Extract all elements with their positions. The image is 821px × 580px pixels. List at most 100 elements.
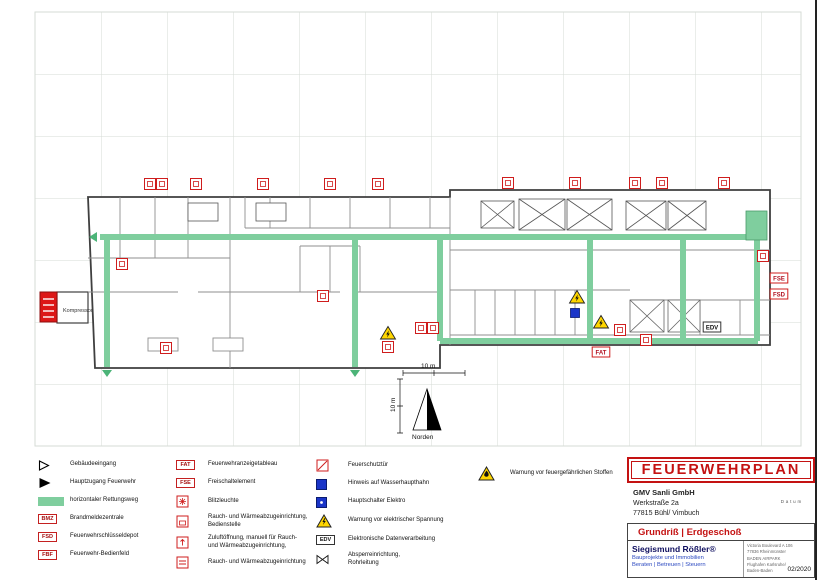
- legend-item-absperreinrichtung: Absperreinrichtung, Rohrleitung: [316, 552, 474, 567]
- plan-marker-wt: [568, 289, 586, 304]
- company-block: Datum GMV Sanli GmbH Werkstraße 2a 77815…: [627, 483, 815, 523]
- plan-title: FEUERWEHRPLAN: [627, 457, 815, 483]
- building-entrance-icon: [38, 459, 65, 471]
- plan-marker-rb: [116, 258, 128, 270]
- legend-label: Gebäudeeingang: [70, 461, 117, 468]
- author-addr1: Victoria Boulevard A 106: [747, 543, 793, 548]
- plan-marker-rb: [569, 177, 581, 189]
- legend-label: Rauch- und Wärmeabzugeinrichtung: [208, 558, 306, 565]
- plan-marker-rb: [629, 177, 641, 189]
- fse-symbol: FSE: [176, 478, 203, 488]
- author-addr5: Baden-Baden: [747, 568, 773, 574]
- plan-marker-rbl: FSE: [769, 272, 789, 284]
- svg-text:FAT: FAT: [596, 350, 607, 356]
- legend-label: Feuerschutztür: [348, 461, 389, 468]
- legend-item-zuluft: Zuluftöffnung, manuell für Rauch- und Wä…: [176, 535, 314, 550]
- legend-item-wasserhaupthahn: Hinweis auf Wasserhaupthahn: [316, 478, 474, 490]
- plan-marker-rb: [190, 178, 202, 190]
- author-addr4: Flughafen Karlsruhe/: [747, 561, 786, 567]
- author-info: Siegismund Rößler® Bauprojekte und Immob…: [628, 541, 743, 577]
- scale-label-horizontal: 10 m: [421, 363, 435, 370]
- page-border: [815, 0, 817, 580]
- rwa-icon: [176, 556, 203, 569]
- plan-type: Grundriß | Erdgeschoß: [627, 523, 815, 541]
- plan-marker-rb: [427, 322, 439, 334]
- plan-symbols: FAT EDV FSE FSD: [39, 177, 789, 358]
- plan-marker-rb: [317, 290, 329, 302]
- scale-label-vertical: 10 m: [390, 398, 397, 412]
- plan-marker-rb: [372, 178, 384, 190]
- exit-arrow-icon: [102, 370, 112, 377]
- plan-title-text: FEUERWEHRPLAN: [641, 462, 801, 478]
- rescue-route-icon: [38, 496, 65, 506]
- legend-label: Zuluftöffnung, manuell für Rauch- und Wä…: [208, 535, 297, 549]
- water-main-icon: [316, 478, 343, 490]
- plan-marker-rb: [656, 177, 668, 189]
- strobe-icon: [176, 495, 203, 508]
- author-block: Siegismund Rößler® Bauprojekte und Immob…: [627, 541, 815, 578]
- legend-item-blitzleuchte: Blitzleuchte: [176, 495, 314, 508]
- plan-marker-rb: [502, 177, 514, 189]
- legend-item-gebaeudeeingang: Gebäudeeingang: [38, 459, 174, 471]
- legend-label: Blitzleuchte: [208, 497, 239, 504]
- legend-label: Feuerwehranzeigetableau: [208, 461, 278, 468]
- plan-marker-rb: [144, 178, 156, 190]
- plan-marker-rb: [257, 178, 269, 190]
- fire-main-entrance-icon: [38, 477, 65, 489]
- plan-marker-gr: [745, 210, 768, 241]
- author-addr2: 77836 Rheinmünster: [747, 549, 786, 555]
- valve-icon: [316, 554, 343, 565]
- legend-label: Hauptzugang Feuerwehr: [70, 479, 137, 486]
- legend-label: Warnung vor elektrischer Spannung: [348, 517, 444, 524]
- legend-item-fse: FSE Freischaltelement: [176, 477, 314, 489]
- legend-item-hauptschalter: Hauptschalter Elektro: [316, 496, 474, 508]
- plan-marker-rb: [614, 324, 626, 336]
- plan-annotations: Kompressor 10 m 10 m Norden: [63, 308, 466, 441]
- plan-marker-wt: [592, 314, 610, 329]
- svg-text:EDV: EDV: [706, 325, 718, 331]
- legend-column-4: Warnung vor feuergefährlichen Stoffen: [478, 466, 653, 487]
- exit-arrows: [89, 232, 360, 377]
- plan-date: 02/2020: [787, 566, 812, 574]
- svg-text:FSD: FSD: [773, 292, 786, 298]
- legend-column-3: Feuerschutztür Hinweis auf Wasserhauptha…: [316, 459, 474, 573]
- legend-label: Feuerwehr-Bedienfeld: [70, 551, 130, 558]
- floor-plan: FAT EDV FSE FSD Kompressor 10 m 10 m Norden: [34, 11, 802, 447]
- plan-marker-rf: [39, 291, 58, 323]
- legend-column-1: Gebäudeeingang Hauptzugang Feuerwehr hor…: [38, 459, 174, 567]
- date-label: Datum: [780, 499, 803, 504]
- author-address: Victoria Boulevard A 106 77836 Rheinmüns…: [743, 541, 814, 577]
- legend-label: Brandmeldezentrale: [70, 515, 124, 522]
- plan-marker-ebl: EDV: [702, 321, 722, 333]
- plan-marker-rb: [160, 342, 172, 354]
- legend-label: Rauch- und Wärmeabzugeinrichtung, Bedien…: [208, 514, 308, 528]
- legend-item-feuerschutztuer: Feuerschutztür: [316, 459, 474, 472]
- scale-bar-vertical: [397, 378, 403, 434]
- legend-item-rwa-bedienstelle: Rauch- und Wärmeabzugeinrichtung, Bedien…: [176, 514, 314, 529]
- legend-label: Warnung vor feuergefährlichen Stoffen: [510, 469, 613, 476]
- legend-item-warn-elektrisch: Warnung vor elektrischer Spannung: [316, 514, 474, 528]
- fire-door-icon: [316, 459, 343, 472]
- legend-item-fsd: FSD Feuerwehrschlüsseldepot: [38, 531, 174, 543]
- supply-air-icon: [176, 536, 203, 549]
- title-block: FEUERWEHRPLAN Datum GMV Sanli GmbH Werks…: [627, 457, 815, 578]
- exit-arrow-icon: [350, 370, 360, 377]
- legend-label: Absperreinrichtung, Rohrleitung: [348, 552, 401, 566]
- author-name: Siegismund Rößler®: [632, 544, 716, 554]
- main-switch-icon: [316, 496, 343, 508]
- legend-label: Feuerwehrschlüsseldepot: [70, 533, 139, 540]
- plan-marker-rb: [640, 334, 652, 346]
- plan-marker-bb: [570, 308, 580, 318]
- fire-warning-icon: [478, 466, 505, 481]
- legend-item-rettungsweg: horizontaler Rettungsweg: [38, 495, 174, 507]
- legend-label: horizontaler Rettungsweg: [70, 497, 139, 504]
- company-name: GMV Sanli GmbH: [633, 488, 695, 497]
- legend-item-fat: FAT Feuerwehranzeigetableau: [176, 459, 314, 471]
- north-label: Norden: [412, 434, 434, 441]
- legend-item-edv: EDV Elektronische Datenverarbeitung: [316, 534, 474, 546]
- fsd-symbol: FSD: [38, 532, 65, 542]
- plan-marker-rb: [757, 250, 769, 262]
- electric-warning-icon: [316, 514, 343, 528]
- legend-item-warn-feuer: Warnung vor feuergefährlichen Stoffen: [478, 466, 653, 481]
